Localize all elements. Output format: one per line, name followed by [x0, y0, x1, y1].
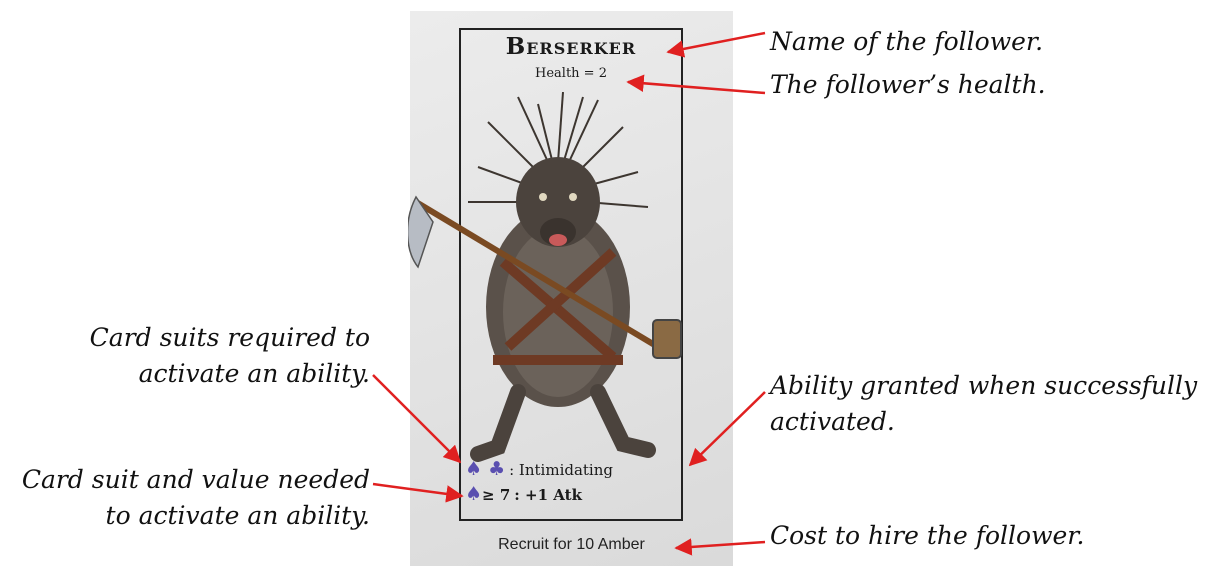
arrow-name	[668, 33, 765, 52]
arrow-health	[628, 82, 765, 93]
arrow-value	[373, 484, 462, 496]
arrow-grant	[690, 392, 765, 465]
arrow-cost	[676, 542, 765, 548]
arrow-suits	[373, 375, 460, 462]
